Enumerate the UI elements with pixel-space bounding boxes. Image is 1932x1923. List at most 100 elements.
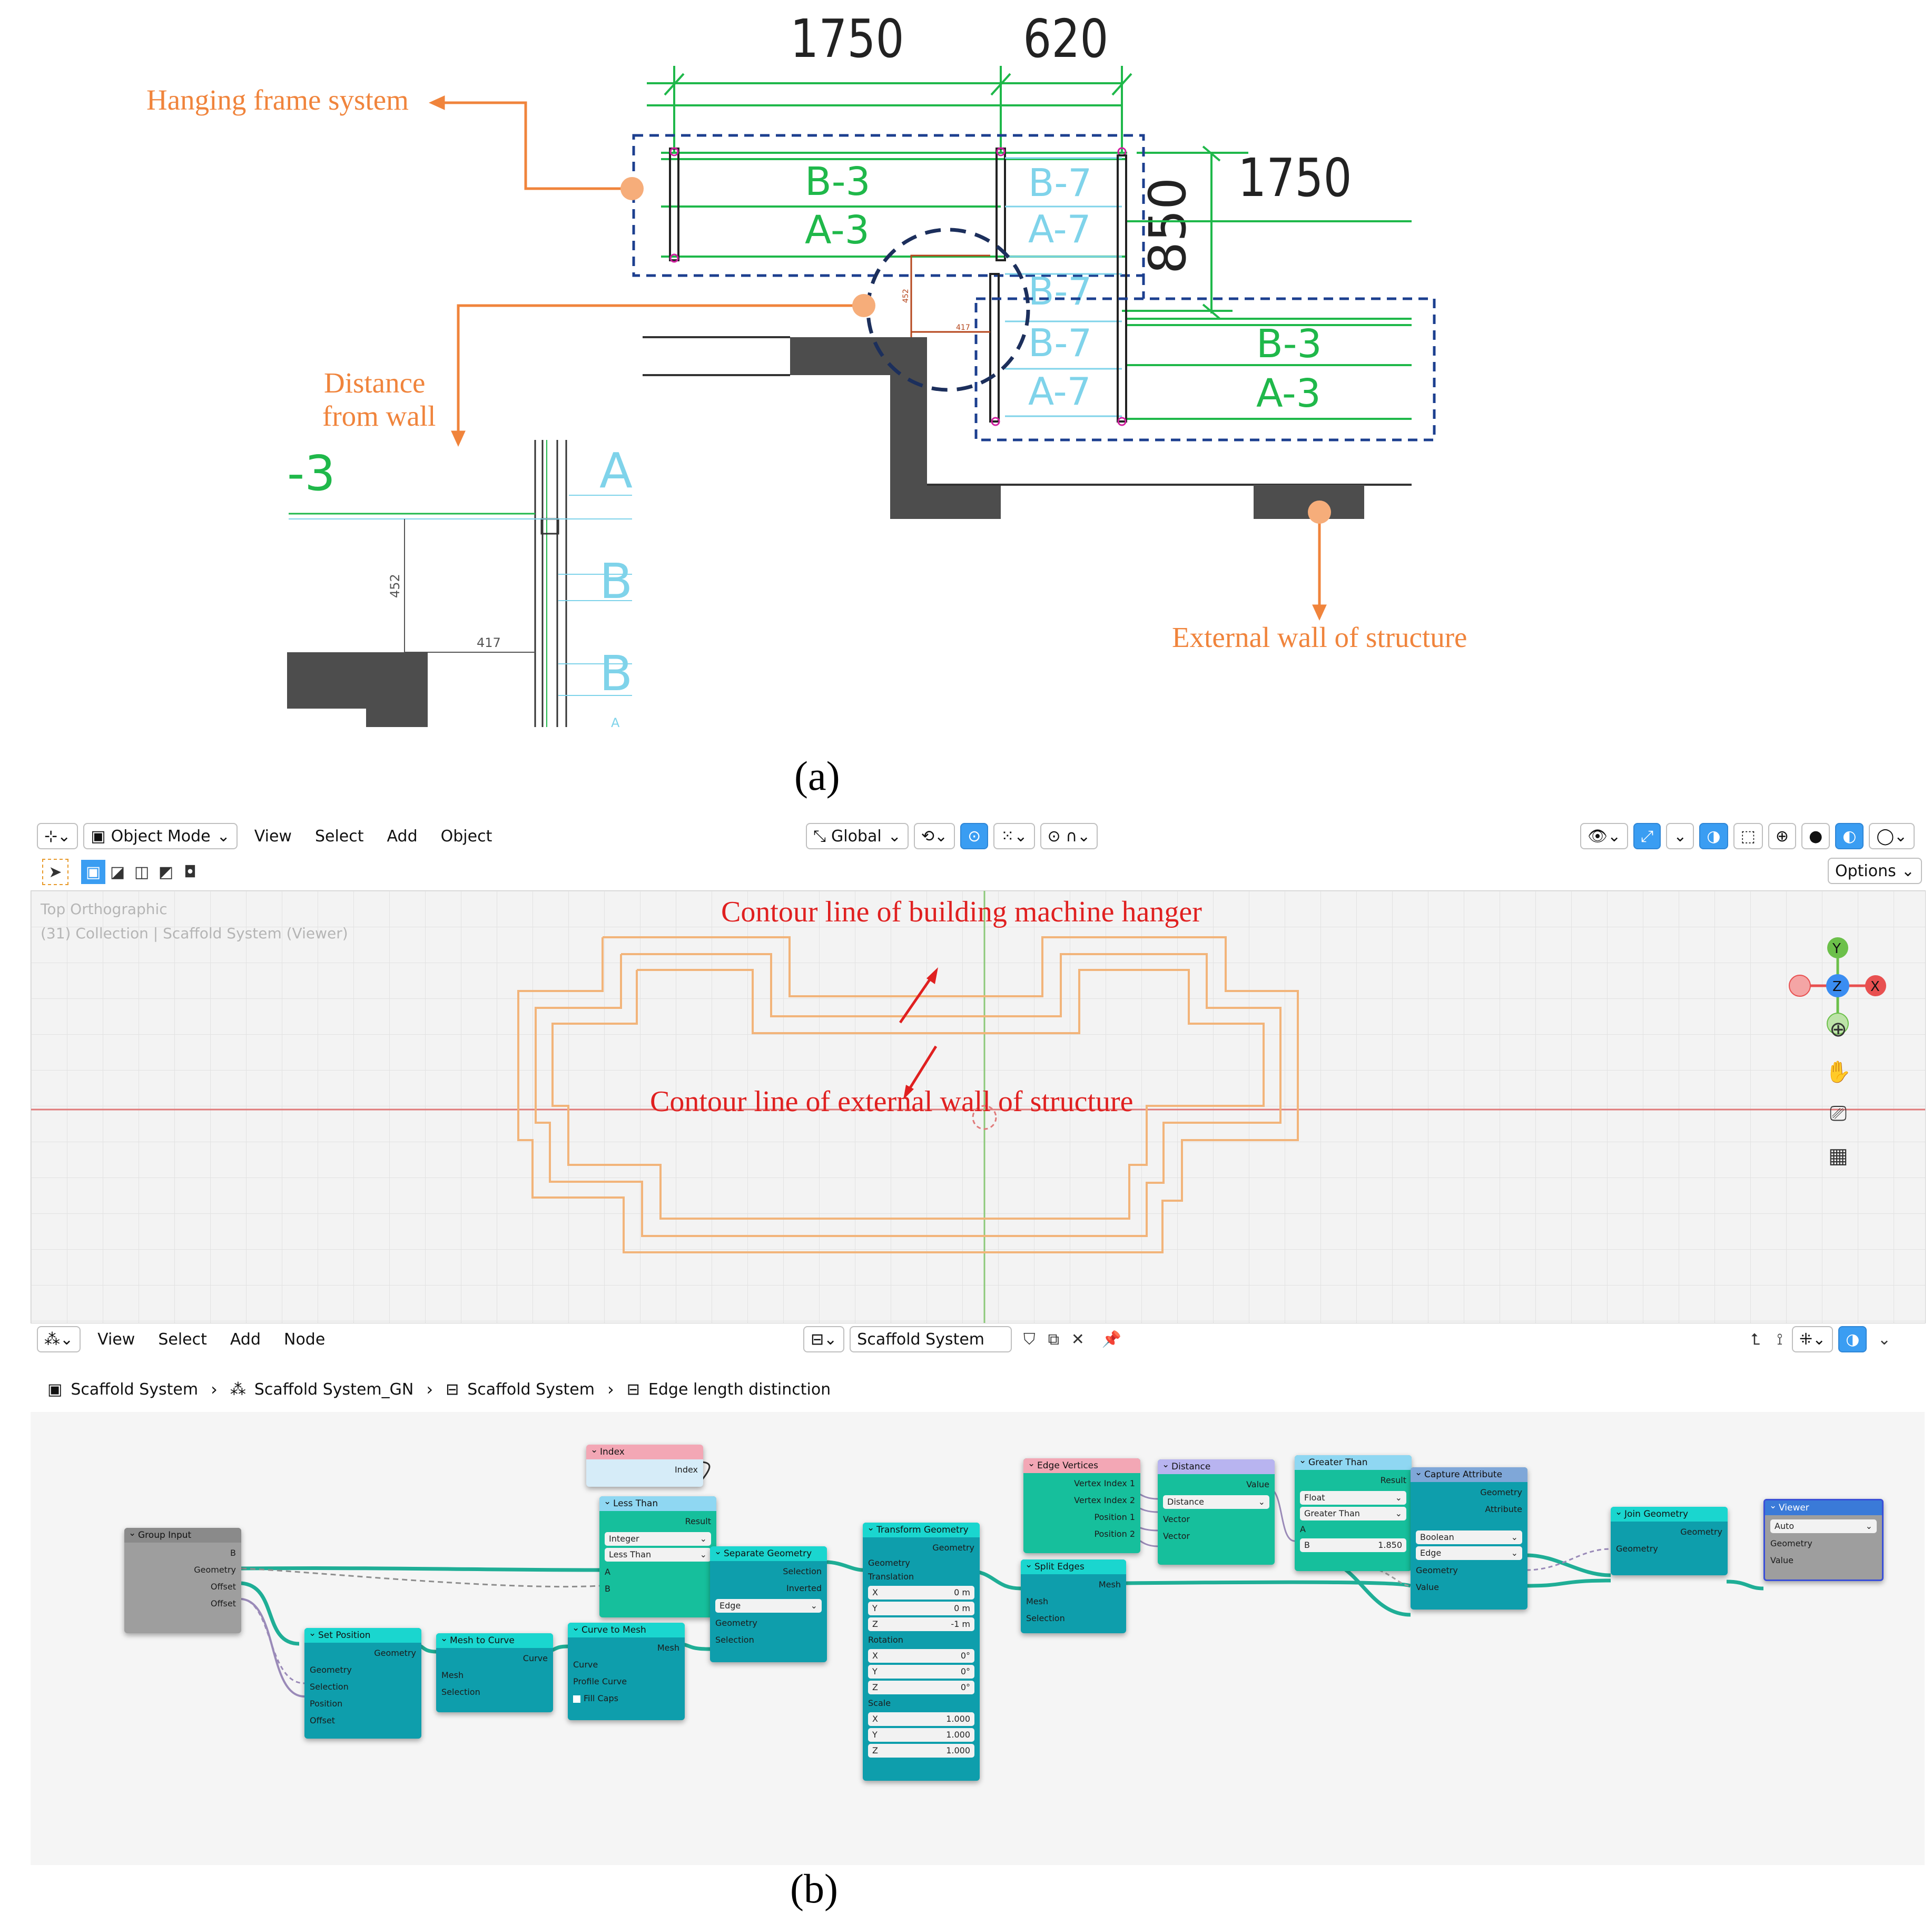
node-less-than[interactable]: Less Than Result Integer⌄ Less Than⌄ A B [599,1496,716,1617]
snap-node-icon[interactable]: ⟟ [1777,1330,1783,1349]
select-box-intersect-icon[interactable]: ◘ [184,862,196,881]
pivot-button[interactable]: ⟲⌄ [913,823,955,849]
node-mesh-to-curve[interactable]: Mesh to Curve Curve Mesh Selection [436,1633,553,1712]
select-box-invert-icon[interactable]: ◩ [158,862,174,881]
navigation-gizmo[interactable] [1789,937,1886,1035]
small-dim-452: 452 [902,289,910,303]
node-curve-to-mesh[interactable]: Curve to Mesh Mesh Curve Profile Curve F… [568,1623,685,1720]
data-type-dropdown[interactable]: Boolean⌄ [1416,1530,1522,1544]
node-transform-geometry[interactable]: Transform Geometry Geometry Geometry Tra… [863,1523,980,1781]
socket-mesh: Mesh [1026,1596,1049,1606]
overlay-button[interactable]: ◑ [1699,823,1728,849]
gizmo-button[interactable]: ⤢ [1633,823,1661,849]
shading-solid-button[interactable]: ● [1801,823,1830,849]
field-label: Distance [1167,1497,1204,1507]
transform-orientation-dropdown[interactable]: ⤡Global⌄ [806,823,909,849]
field-label: Edge [1420,1548,1442,1558]
data-type-dropdown[interactable]: Integer⌄ [605,1532,711,1546]
menu-add[interactable]: Add [387,827,418,846]
node-overlay-button[interactable]: ◑ [1838,1326,1867,1352]
3d-viewport[interactable]: Y X Z Top Orthographic (31) Collection |… [31,890,1926,1323]
shading-material-button[interactable]: ◐ [1835,823,1864,849]
shading-render-button[interactable]: ◯⌄ [1869,823,1915,849]
node-set-position[interactable]: Set Position Geometry Geometry Selection… [304,1628,421,1739]
breadcrumb-item-0[interactable]: Scaffold System [71,1380,199,1399]
duplicate-icon[interactable]: ⧉ [1048,1330,1059,1349]
xray-button[interactable]: ⬚ [1733,823,1763,849]
close-icon[interactable]: ✕ [1071,1330,1085,1349]
snap-target-button[interactable]: ⁙⌄ [993,823,1035,849]
menu-select[interactable]: Select [314,827,364,846]
snap-button[interactable]: ⊙ [960,823,989,849]
editor-type-button[interactable]: ⊹⌄ [37,823,78,849]
pan-hand-icon[interactable]: ✋ [1825,1059,1851,1084]
node-tree-browse-button[interactable]: ⊟⌄ [803,1326,845,1352]
node-menu-view[interactable]: View [97,1330,135,1349]
overlay-dropdown[interactable]: ⌄ [1666,823,1694,849]
options-dropdown[interactable]: Options⌄ [1828,858,1922,884]
select-box-subtract-icon[interactable]: ◫ [134,862,150,881]
node-index[interactable]: Index Index [586,1445,703,1487]
rotation-label: Rotation [868,1635,903,1645]
socket-geometry: Geometry [1616,1544,1658,1554]
ortho-grid-icon[interactable]: ▦ [1828,1144,1848,1168]
chevron-down-icon[interactable]: ⌄ [1877,1330,1891,1349]
visibility-button[interactable]: 👁⌄ [1580,823,1629,849]
node-menu-select[interactable]: Select [158,1330,207,1349]
node-menu-node[interactable]: Node [284,1330,326,1349]
proportional-edit-button[interactable]: ⊙ ∩⌄ [1040,823,1098,849]
node-join-geometry[interactable]: Join Geometry Geometry Geometry [1611,1507,1728,1575]
node-capture-attribute[interactable]: Capture Attribute Geometry Attribute Boo… [1411,1467,1527,1610]
pin-icon[interactable]: 📌 [1101,1330,1121,1349]
object-mode-dropdown[interactable]: ▣Object Mode⌄ [83,823,238,849]
translation-z-field[interactable]: Z-1 m [868,1617,974,1631]
node-tree-name-field[interactable]: Scaffold System [850,1326,1012,1352]
node-editor-type-button[interactable]: ⁂⌄ [37,1326,81,1352]
node-title: Mesh to Curve [436,1633,553,1648]
menu-view[interactable]: View [254,827,292,846]
operation-dropdown[interactable]: Less Than⌄ [605,1548,711,1562]
snap-node-target-button[interactable]: ⁜⌄ [1792,1326,1834,1352]
fill-caps-checkbox[interactable]: Fill Caps [573,1690,679,1707]
operation-dropdown[interactable]: Greater Than⌄ [1300,1507,1406,1520]
parent-node-tree-icon[interactable]: ⮤ [1751,1330,1760,1349]
label-mid-b7-1: B-7 [1028,161,1092,205]
domain-dropdown[interactable]: Edge⌄ [1416,1546,1522,1560]
select-box-extend-icon[interactable]: ◪ [110,862,125,881]
select-box-new-icon[interactable]: ▣ [81,860,105,884]
breadcrumb-item-3[interactable]: Edge length distinction [648,1380,831,1399]
hanger-arrow-head [926,967,938,984]
fake-user-icon[interactable]: ⛉ [1023,1330,1036,1349]
dim-1750-top: 1750 [790,8,904,69]
shading-wireframe-button[interactable]: ⊕ [1768,823,1797,849]
data-type-dropdown[interactable]: Float⌄ [1300,1491,1406,1505]
select-cursor-icon[interactable]: ➤ [42,859,68,885]
viewer-domain-dropdown[interactable]: Auto⌄ [1770,1519,1877,1533]
node-viewer[interactable]: Viewer Auto⌄ Geometry Value [1763,1499,1884,1581]
domain-dropdown[interactable]: Edge⌄ [715,1599,822,1613]
node-split-edges[interactable]: Split Edges Mesh Mesh Selection [1021,1559,1126,1633]
breadcrumb-item-1[interactable]: Scaffold System_GN [254,1380,414,1399]
field-axis: Y [872,1666,878,1676]
camera-icon[interactable]: ⎚ [1830,1102,1847,1126]
zoom-icon[interactable]: ⊕ [1829,1017,1847,1042]
node-editor-canvas[interactable]: Group Input B Geometry Offset Offset Ind… [31,1412,1925,1865]
vector-operation-dropdown[interactable]: Distance⌄ [1163,1495,1269,1509]
node-distance[interactable]: Distance Value Distance⌄ Vector Vector [1158,1459,1275,1565]
node-greater-than[interactable]: Greater Than Result Float⌄ Greater Than⌄… [1295,1455,1412,1571]
node-separate-geometry[interactable]: Separate Geometry Selection Inverted Edg… [710,1546,827,1662]
node-group-input[interactable]: Group Input B Geometry Offset Offset [124,1528,241,1633]
node-edge-vertices[interactable]: Edge Vertices Vertex Index 1 Vertex Inde… [1023,1458,1140,1553]
node-menu-add[interactable]: Add [230,1330,261,1349]
menu-object[interactable]: Object [440,827,492,846]
breadcrumb-item-2[interactable]: Scaffold System [467,1380,595,1399]
